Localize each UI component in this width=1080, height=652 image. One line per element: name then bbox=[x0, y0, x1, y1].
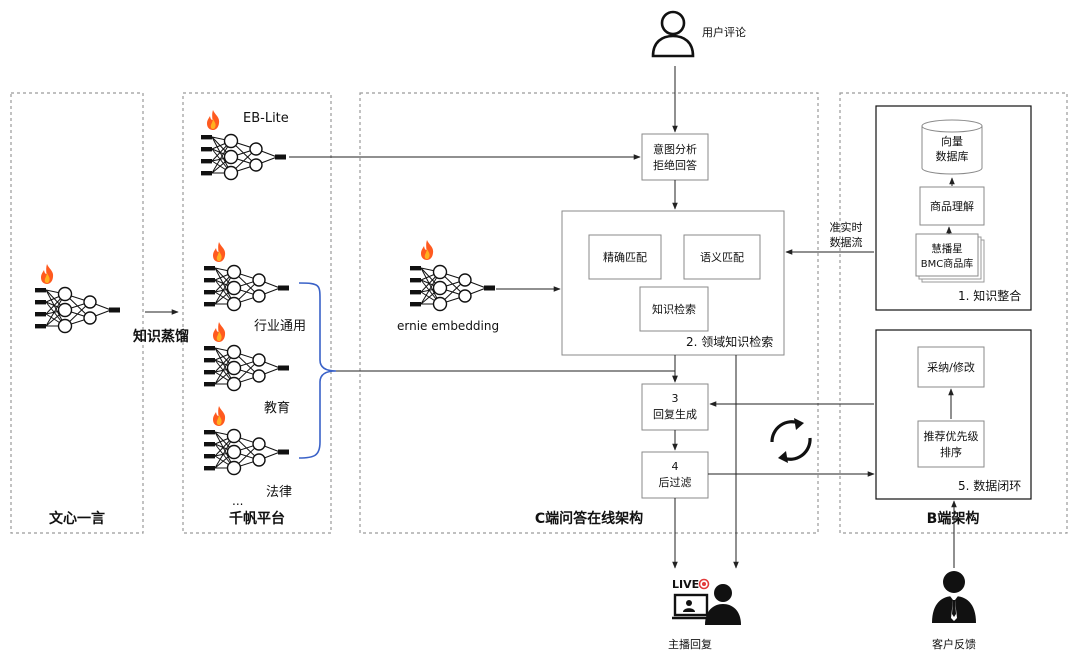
models-to-reply-arrow bbox=[336, 370, 678, 383]
host-reply-label: 主播回复 bbox=[668, 637, 712, 651]
post-filter-label: 后过滤 bbox=[659, 476, 692, 489]
adopt-modify-box bbox=[917, 346, 985, 388]
user-review-label: 用户评论 bbox=[702, 25, 746, 39]
refresh-cycle-icon bbox=[770, 418, 812, 463]
distill-label: 知识蒸馏 bbox=[133, 328, 189, 345]
vector-db-label: 向量 bbox=[941, 134, 963, 148]
semantic-match-box bbox=[683, 234, 761, 280]
product-library-stack bbox=[915, 233, 985, 283]
vector-db-icon bbox=[921, 119, 983, 175]
wenxin-label: 文心一言 bbox=[49, 510, 105, 527]
neural-network-icon bbox=[34, 286, 121, 334]
industry-label: 行业通用 bbox=[254, 319, 306, 334]
reply-generation-label: 回复生成 bbox=[653, 407, 697, 421]
priority-rank-box bbox=[917, 420, 985, 468]
domain-retrieval-title: 2. 领域知识检索 bbox=[686, 334, 773, 349]
law-label: 法律 bbox=[266, 485, 292, 500]
ernie-label: ernie embedding bbox=[397, 319, 499, 333]
qianfan-label: 千帆平台 bbox=[229, 510, 285, 527]
fire-icon bbox=[421, 240, 434, 260]
neural-network-icon bbox=[409, 264, 496, 312]
intent-analysis-label: 意图分析 bbox=[653, 142, 697, 156]
realtime-flow-label: 准实时 bbox=[830, 220, 863, 234]
c-arch-label: C端问答在线架构 bbox=[535, 510, 643, 527]
reject-answer-label: 拒绝回答 bbox=[653, 158, 697, 172]
product-understanding-label: 商品理解 bbox=[930, 199, 974, 213]
priority-rank-label-2: 排序 bbox=[940, 445, 962, 459]
eb-lite-label: EB-Lite bbox=[243, 111, 289, 126]
education-label: 教育 bbox=[264, 400, 290, 416]
live-host-icon bbox=[672, 578, 741, 625]
adopt-modify-label: 采纳/修改 bbox=[927, 360, 975, 374]
data-loop-panel bbox=[875, 329, 1032, 500]
product-library-label: 慧播星 bbox=[931, 242, 963, 255]
realtime-flow-label-2: 数据流 bbox=[830, 235, 863, 249]
neural-network-icon bbox=[203, 428, 290, 476]
product-library-label-2: BMC商品库 bbox=[921, 257, 973, 270]
fire-icon bbox=[213, 242, 226, 262]
neural-network-icon bbox=[203, 344, 290, 392]
more-models: ... bbox=[232, 494, 243, 508]
product-understanding-box bbox=[919, 186, 985, 226]
reply-generation-box bbox=[641, 383, 709, 431]
exact-match-box bbox=[588, 234, 662, 280]
user-icon bbox=[651, 10, 695, 58]
neural-network-icon bbox=[203, 264, 290, 312]
intent-analysis-box bbox=[641, 133, 709, 181]
wenxin-frame bbox=[10, 92, 144, 534]
customer-icon bbox=[932, 571, 976, 623]
domain-retrieval-box bbox=[561, 210, 785, 356]
semantic-match-label: 语义匹配 bbox=[700, 251, 744, 264]
post-filter-box bbox=[641, 451, 709, 499]
fire-icon bbox=[41, 264, 54, 284]
knowledge-integration-title: 1. 知识整合 bbox=[958, 288, 1021, 303]
knowledge-search-label: 知识检索 bbox=[652, 302, 696, 316]
knowledge-search-box bbox=[639, 286, 709, 332]
live-badge: LIVE bbox=[672, 578, 699, 591]
customer-feedback-label: 客户反馈 bbox=[932, 637, 976, 651]
vector-db-label-2: 数据库 bbox=[936, 149, 969, 163]
fire-icon bbox=[207, 110, 220, 130]
post-filter-number: 4 bbox=[672, 460, 679, 473]
reply-generation-number: 3 bbox=[672, 392, 679, 405]
data-loop-title: 5. 数据闭环 bbox=[958, 478, 1021, 493]
b-arch-label: B端架构 bbox=[927, 510, 980, 527]
priority-rank-label: 推荐优先级 bbox=[924, 429, 979, 443]
c-arch-frame bbox=[359, 92, 819, 534]
fire-icon bbox=[213, 322, 226, 342]
fire-icon bbox=[213, 406, 226, 426]
knowledge-integration-panel bbox=[875, 105, 1032, 311]
exact-match-label: 精确匹配 bbox=[603, 251, 647, 264]
neural-network-icon bbox=[200, 133, 287, 181]
qianfan-frame bbox=[182, 92, 332, 534]
